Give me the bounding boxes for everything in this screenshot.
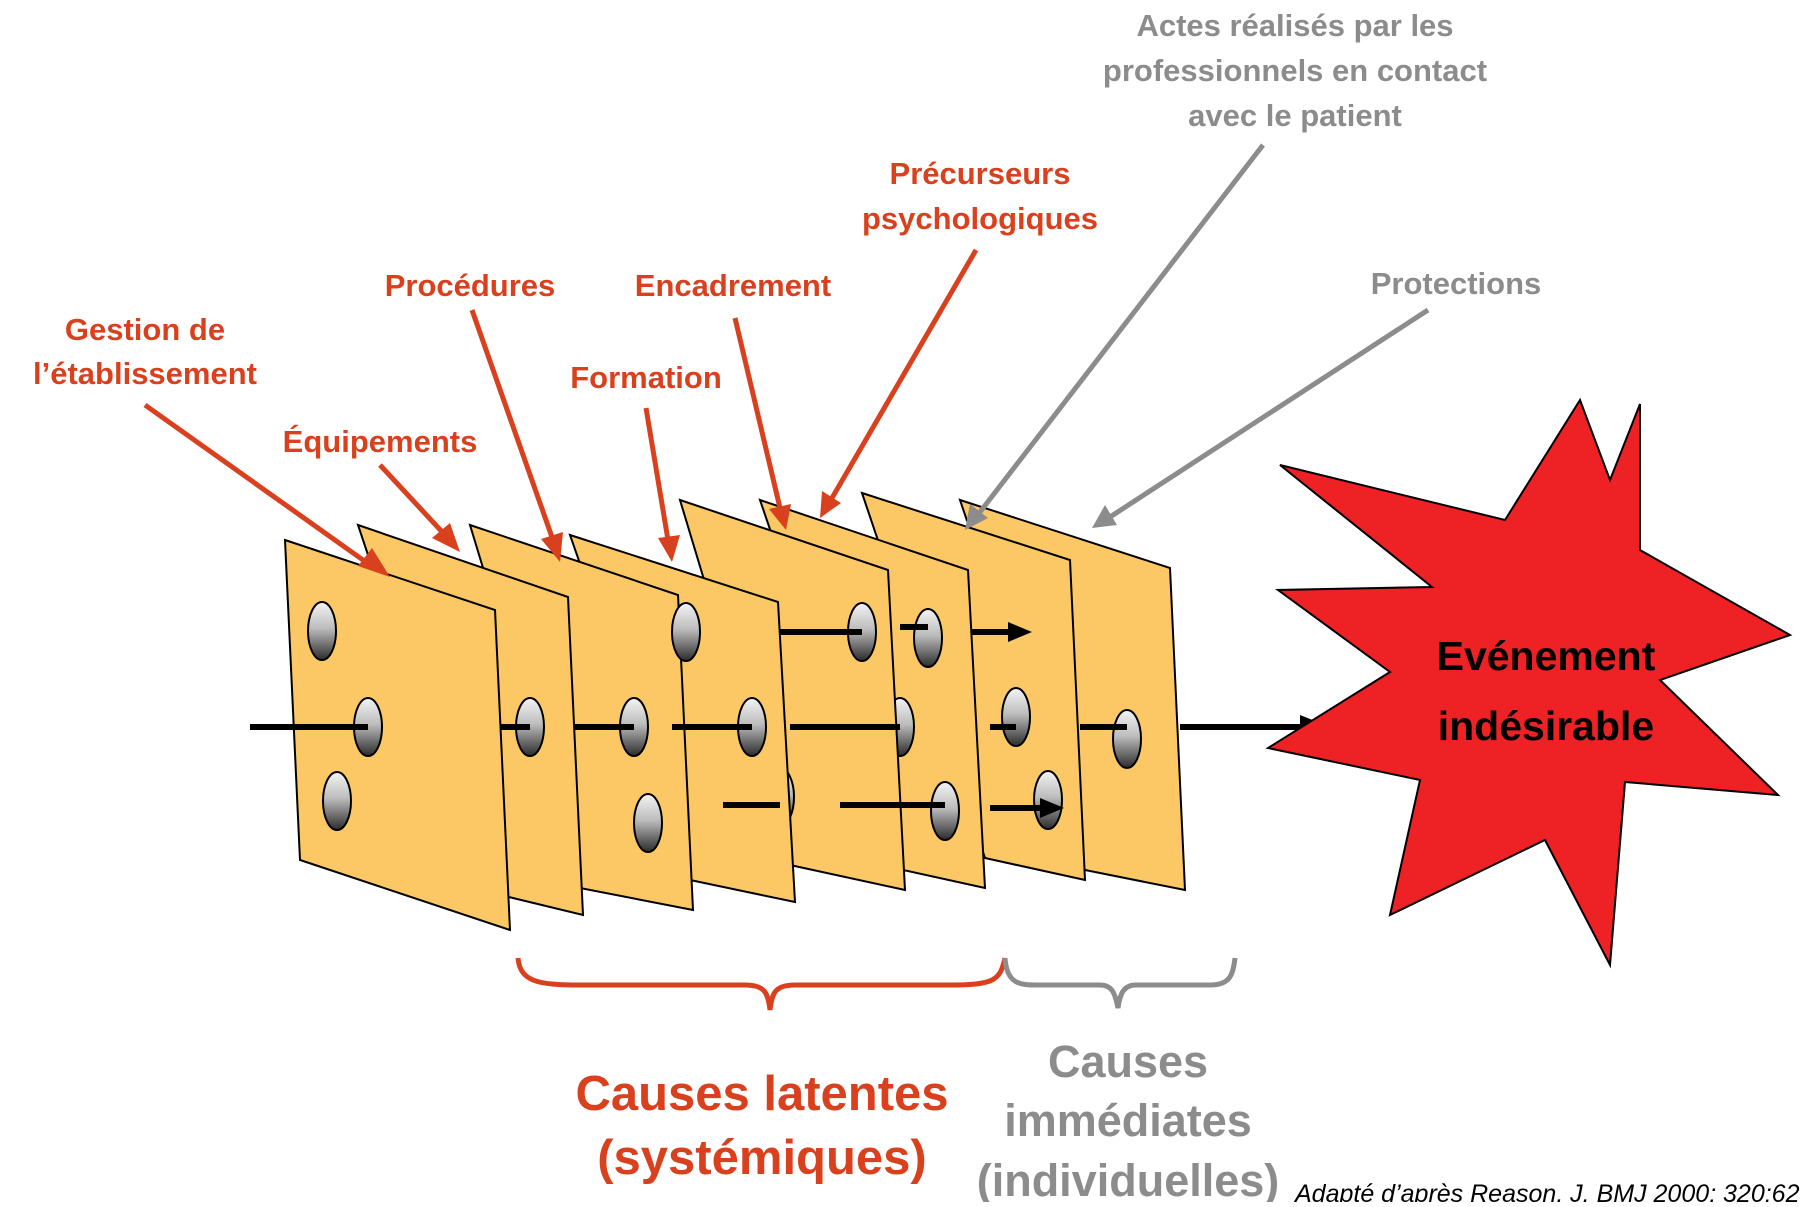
hole xyxy=(633,793,663,853)
label-actes-line3: avec le patient xyxy=(1188,98,1402,133)
event-label-line1: Evénement xyxy=(1437,633,1656,679)
hole xyxy=(930,781,960,841)
immediate-brace xyxy=(1002,957,1238,1009)
citation: Adapté d’après Reason, J. BMJ 2000; 320:… xyxy=(1293,1180,1800,1202)
latent-causes-line1: Causes latentes xyxy=(575,1067,948,1121)
latent-causes-label: Causes latentes (systémiques) xyxy=(575,1067,948,1185)
label-precurseurs-line2: psychologiques xyxy=(862,201,1098,236)
label-formation: Formation xyxy=(570,360,722,395)
label-gestion-line2: l’établissement xyxy=(33,356,257,391)
hole xyxy=(322,771,352,831)
hole xyxy=(307,601,337,661)
hazard-trajectories xyxy=(250,624,1300,811)
arrow-head xyxy=(1008,622,1032,642)
event-label-line2: indésirable xyxy=(1438,703,1654,749)
label-equipements: Équipements xyxy=(283,424,478,459)
immediate-causes-line1: Causes xyxy=(1048,1036,1208,1087)
hole xyxy=(671,602,701,662)
active-labels: Actes réalisés par les professionnels en… xyxy=(1103,8,1541,301)
label-procedures: Procédures xyxy=(385,268,556,303)
active-arrows xyxy=(965,143,1430,530)
label-actes-line1: Actes réalisés par les xyxy=(1136,8,1453,43)
hole xyxy=(1033,770,1063,830)
immediate-causes-line2: immédiates xyxy=(1004,1095,1252,1146)
arrow-head xyxy=(1040,798,1064,818)
adverse-event-star: Evénement indésirable xyxy=(1265,397,1793,969)
latent-brace xyxy=(515,957,1008,1011)
latent-causes-line2: (systémiques) xyxy=(597,1131,927,1185)
label-gestion-line1: Gestion de xyxy=(65,312,225,347)
immediate-causes-label: Causes immédiates (individuelles) xyxy=(977,1036,1280,1206)
immediate-causes-line3: (individuelles) xyxy=(977,1155,1280,1202)
label-protections: Protections xyxy=(1371,266,1542,301)
label-actes-line2: professionnels en contact xyxy=(1103,53,1487,88)
latent-arrows xyxy=(143,248,979,577)
hole xyxy=(1112,709,1142,769)
label-encadrement: Encadrement xyxy=(635,268,831,303)
label-precurseurs-line1: Précurseurs xyxy=(890,156,1071,191)
latent-labels: Gestion de l’établissement Équipements P… xyxy=(33,156,1098,459)
hole xyxy=(1001,687,1031,747)
hole xyxy=(913,608,943,668)
